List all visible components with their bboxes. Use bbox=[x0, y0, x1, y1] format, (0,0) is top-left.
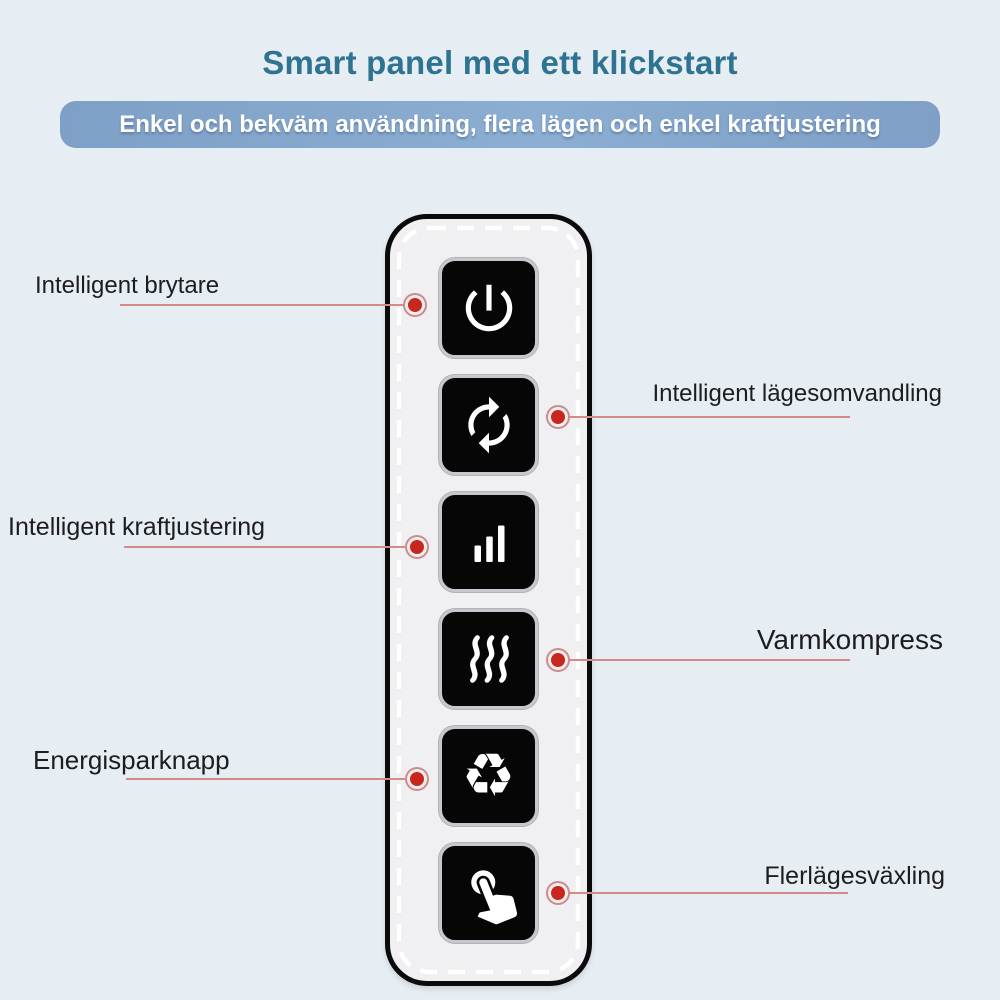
callout-dot-multi-mode bbox=[551, 886, 565, 900]
callout-dot-energy-save bbox=[410, 772, 424, 786]
callout-label-mode-cycle: Intelligent lägesomvandling bbox=[652, 380, 942, 407]
callout-dot-power bbox=[408, 298, 422, 312]
cycle-arrows-icon bbox=[467, 396, 510, 454]
callout-label-energy-save: Energisparknapp bbox=[33, 745, 230, 775]
heat-waves-icon bbox=[469, 635, 509, 683]
callout-dot-power-level bbox=[410, 540, 424, 554]
touch-hand-icon bbox=[470, 870, 517, 925]
power-icon bbox=[465, 284, 512, 332]
heat-button[interactable] bbox=[439, 609, 538, 709]
callout-line-power-level bbox=[124, 546, 417, 548]
callout-line-mode-cycle bbox=[558, 416, 850, 418]
callout-label-multi-mode: Flerlägesväxling bbox=[764, 862, 945, 890]
callout-line-heat bbox=[558, 659, 850, 661]
subtitle-banner: Enkel och bekväm användning, flera lägen… bbox=[60, 101, 940, 148]
page-title: Smart panel med ett klickstart bbox=[262, 44, 738, 81]
multi-mode-button[interactable] bbox=[439, 843, 538, 943]
mode-cycle-button[interactable] bbox=[439, 375, 538, 475]
callout-line-energy-save bbox=[126, 778, 417, 780]
recycle-icon: ♻ bbox=[461, 741, 516, 811]
callout-label-heat: Varmkompress bbox=[756, 624, 943, 655]
power-level-button[interactable] bbox=[439, 492, 538, 592]
energy-save-button[interactable]: ♻ bbox=[439, 726, 538, 826]
callout-line-multi-mode bbox=[558, 892, 848, 894]
callout-label-power-level: Intelligent kraftjustering bbox=[8, 513, 266, 541]
control-panel: ♻ bbox=[385, 214, 592, 986]
callout-dot-mode-cycle bbox=[551, 410, 565, 424]
level-bars-icon bbox=[474, 525, 504, 562]
power-button[interactable] bbox=[439, 258, 538, 358]
subtitle-text: Enkel och bekväm användning, flera lägen… bbox=[119, 110, 881, 138]
callout-dot-heat bbox=[551, 653, 565, 667]
callout-label-power: Intelligent brytare bbox=[35, 272, 220, 299]
callout-line-power bbox=[120, 304, 415, 306]
